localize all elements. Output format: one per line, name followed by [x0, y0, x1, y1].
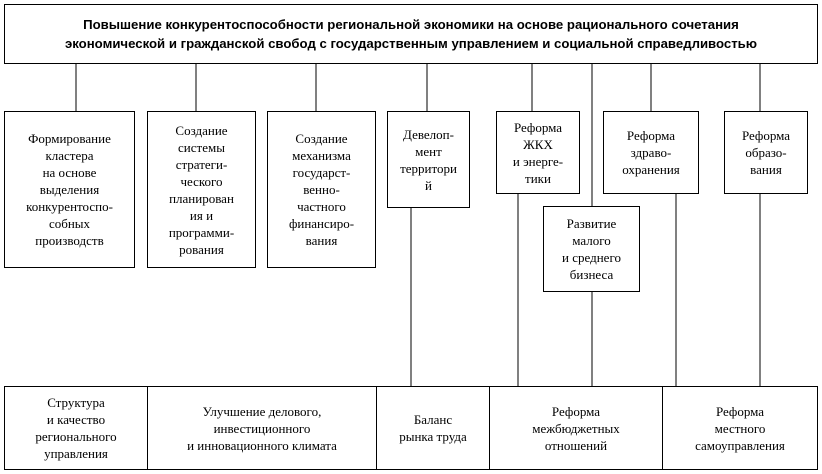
- node-healthcare-reform: Реформа здраво- охранения: [603, 111, 699, 194]
- node-strategic-planning: Создание системы стратеги- ческого плани…: [147, 111, 256, 268]
- node-interbudget-reform: Реформа межбюджетных отношений: [489, 386, 663, 470]
- node-territory-development: Девелоп- мент территори й: [387, 111, 470, 208]
- node-small-medium-business: Развитие малого и среднего бизнеса: [543, 206, 640, 292]
- node-governance-quality: Структура и качество регионального управ…: [4, 386, 148, 470]
- node-local-government-reform: Реформа местного самоуправления: [662, 386, 818, 470]
- node-public-private-financing: Создание механизма государст- венно- час…: [267, 111, 376, 268]
- node-cluster-formation: Формирование кластера на основе выделени…: [4, 111, 135, 268]
- node-business-climate: Улучшение делового, инвестиционного и ин…: [147, 386, 377, 470]
- node-education-reform: Реформа образо- вания: [724, 111, 808, 194]
- node-labor-market-balance: Баланс рынка труда: [376, 386, 490, 470]
- node-housing-energy-reform: Реформа ЖКХ и энерге- тики: [496, 111, 580, 194]
- goal-box: Повышение конкурентоспособности регионал…: [4, 4, 818, 64]
